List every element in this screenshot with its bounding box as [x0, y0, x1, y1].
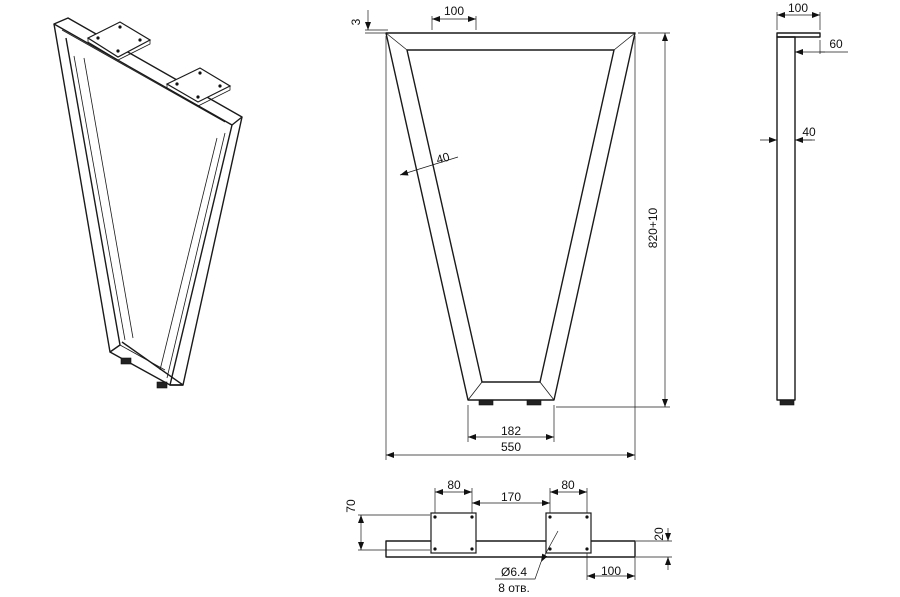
dim-plate-height: 70 [344, 499, 358, 513]
dim-bar-overhang: 100 [601, 564, 621, 578]
dim-overall-width: 550 [501, 440, 521, 454]
foot-icon [120, 357, 132, 365]
dim-plate-gap: 170 [501, 490, 521, 504]
hole-diameter-label: Ø6.4 [501, 565, 527, 579]
mounting-plate-right [165, 67, 232, 107]
dim-height: 820+10 [646, 207, 660, 248]
foot-icon [526, 399, 542, 406]
mounting-plate-left [86, 21, 152, 61]
hole-count-label: 8 отв. [498, 581, 530, 595]
dim-plate-offset: 60 [829, 37, 843, 51]
foot-icon [478, 399, 494, 406]
front-view: 100 3 40 820+10 182 550 [349, 4, 670, 460]
dim-front-bar-width: 40 [435, 149, 452, 166]
foot-icon [779, 399, 795, 406]
dim-bottom-width: 182 [501, 424, 521, 438]
foot-icon [156, 381, 168, 389]
plate-left [430, 512, 477, 554]
plan-view: 80 170 80 70 20 100 Ø6.4 8 отв. [344, 478, 672, 595]
dim-top-thickness: 3 [349, 18, 363, 25]
dim-side-bar-width: 40 [802, 125, 816, 139]
dim-bar-height: 20 [652, 527, 666, 541]
dim-side-depth: 100 [788, 1, 808, 15]
side-view: 100 60 40 [760, 1, 848, 406]
dim-plate-right: 80 [561, 478, 575, 492]
dim-plate-left: 80 [447, 478, 461, 492]
dim-top-segment: 100 [444, 4, 464, 18]
isometric-view [53, 17, 243, 389]
plate-right [545, 512, 592, 554]
